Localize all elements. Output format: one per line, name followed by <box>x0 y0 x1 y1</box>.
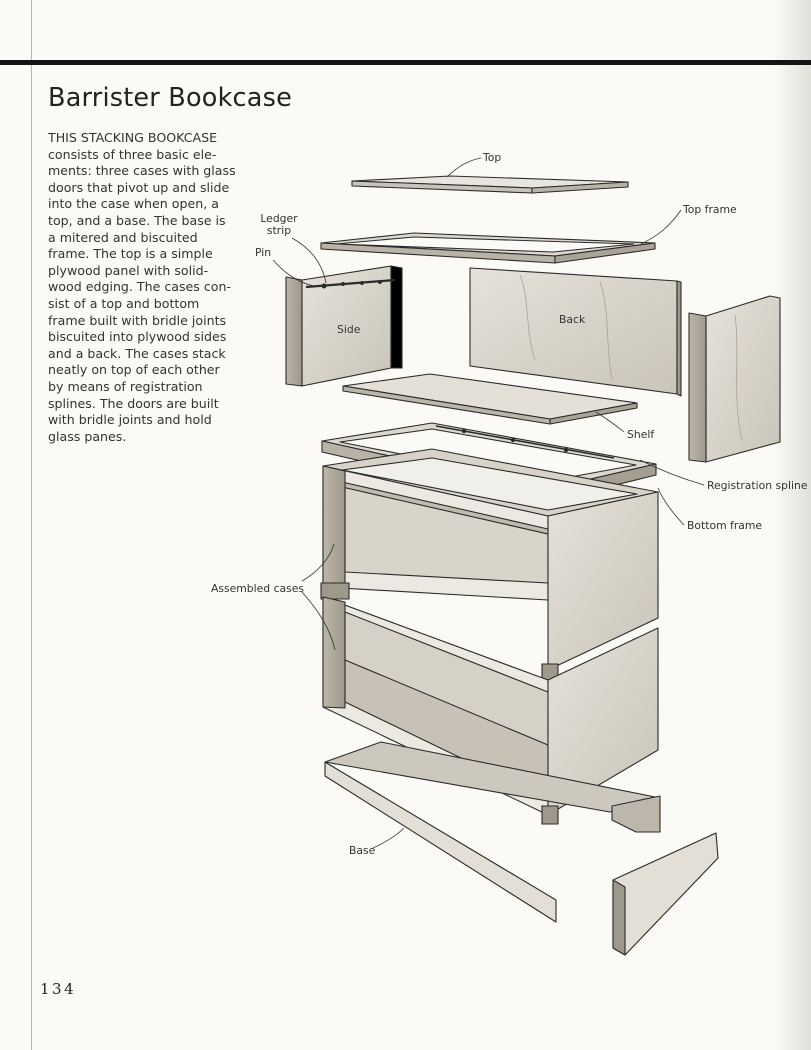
callout-assembled-cases: Assembled cases <box>211 582 305 595</box>
leader-top-frame <box>640 209 682 245</box>
right-side-panel <box>688 295 781 463</box>
leader-assembled-cases-upper <box>301 543 335 582</box>
leader-registration-spline <box>639 459 705 486</box>
leader-pin <box>272 259 315 287</box>
body-line: doors that pivot up and slide <box>48 179 230 195</box>
body-line: wood edging. The cases con- <box>48 279 232 295</box>
left-side-panel <box>285 265 403 387</box>
callout-pin: Pin <box>255 246 272 259</box>
body-line: a mitered and biscuited <box>48 229 198 245</box>
page-number: 134 <box>40 980 77 998</box>
body-line: THIS STACKING BOOKCASE <box>48 130 218 145</box>
callout-back: Back <box>559 313 586 326</box>
upper-assembled-case <box>320 448 659 687</box>
body-line: neatly on top of each other <box>48 362 220 378</box>
body-line: ments: three cases with glass <box>48 163 236 179</box>
callout-ledger-strip-line1: Ledger <box>260 212 298 225</box>
callout-bottom-frame: Bottom frame <box>687 519 763 532</box>
body-line: top, and a base. The base is <box>48 212 226 228</box>
back-panel <box>469 267 682 397</box>
body-line: with bridle joints and hold <box>48 412 212 428</box>
base-frame <box>324 741 719 956</box>
body-line: consists of three basic ele- <box>48 146 217 162</box>
body-line: splines. The doors are built <box>48 395 219 411</box>
callout-side: Side <box>337 323 361 336</box>
top-panel <box>351 175 629 194</box>
top-frame <box>320 232 656 264</box>
callout-top: Top <box>483 151 502 164</box>
body-line: and a back. The cases stack <box>48 345 226 361</box>
leader-top <box>446 157 482 178</box>
body-paragraph: THIS STACKING BOOKCASE consists of three… <box>48 130 236 445</box>
shelf-panel <box>342 373 638 425</box>
leader-shelf <box>595 411 625 433</box>
leader-bottom-frame <box>657 487 685 526</box>
callout-ledger-strip: Ledger strip <box>256 213 302 237</box>
callout-ledger-strip-line2: strip <box>266 224 292 237</box>
body-line: by means of registration <box>48 378 203 394</box>
callout-shelf: Shelf <box>627 428 655 441</box>
body-line: frame. The top is a simple <box>48 246 213 262</box>
body-line: sist of a top and bottom <box>48 295 200 311</box>
leader-ledger-strip <box>291 237 327 284</box>
callout-registration-spline: Registration spline <box>707 479 808 492</box>
body-line: plywood panel with solid- <box>48 262 209 278</box>
leader-assembled-cases-lower <box>301 591 336 651</box>
page-margin-line <box>31 0 32 1050</box>
page-title: Barrister Bookcase <box>48 83 292 113</box>
body-line: into the case when open, a <box>48 196 219 212</box>
body-line: biscuited into plywood sides <box>48 329 227 345</box>
top-rule <box>0 60 811 65</box>
body-line: glass panes. <box>48 428 127 444</box>
callout-top-frame: Top frame <box>683 203 737 216</box>
leader-base <box>372 827 405 849</box>
body-line: frame built with bridle joints <box>48 312 227 328</box>
callout-base: Base <box>349 844 376 857</box>
page-gutter-shadow <box>773 0 811 1050</box>
